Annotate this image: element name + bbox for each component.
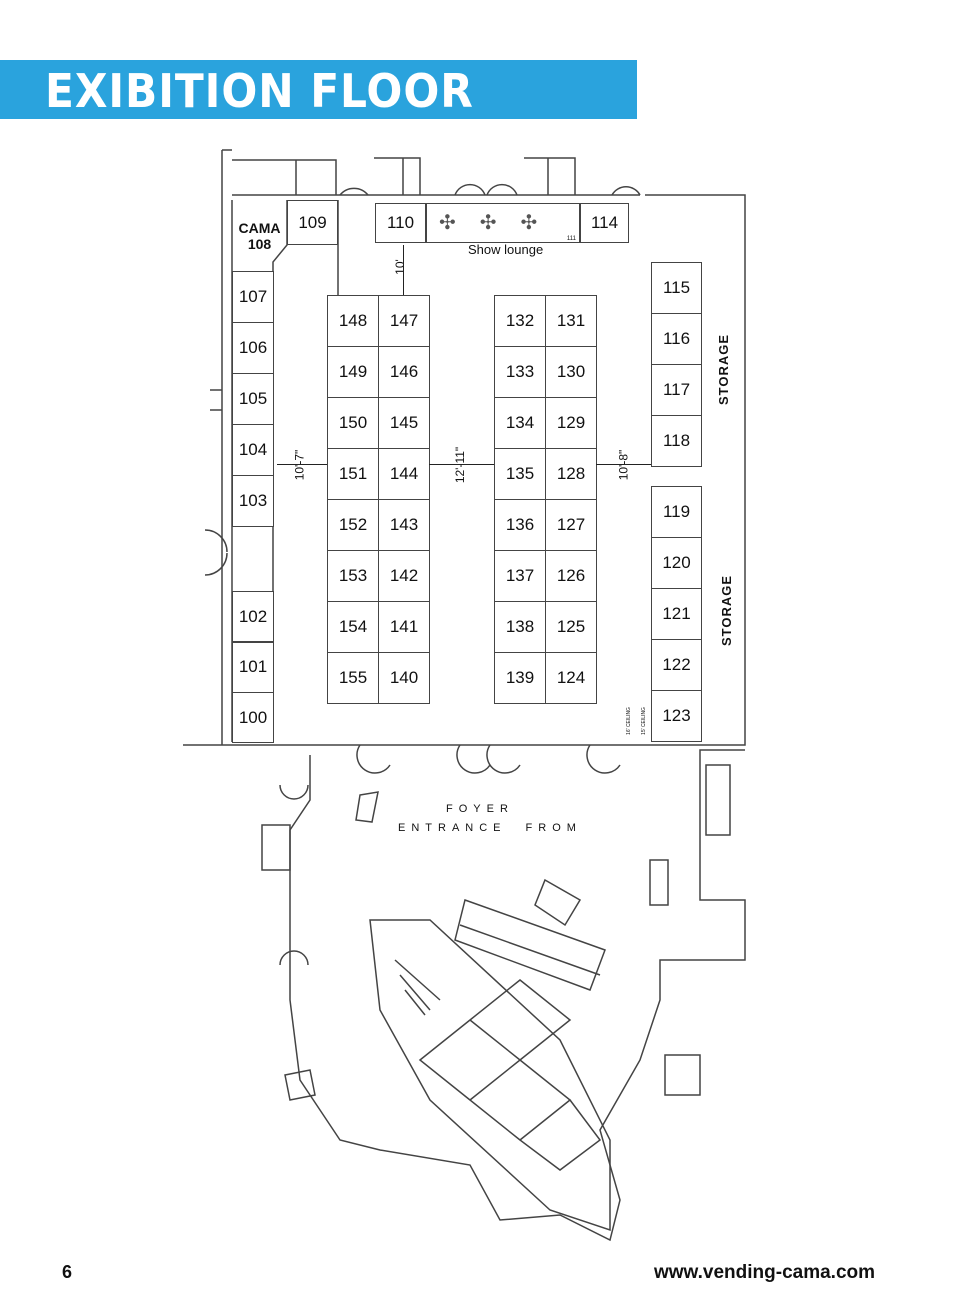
show-lounge-area[interactable]: ✣✣✣ 111 (426, 203, 580, 243)
room-106[interactable]: 106 (232, 322, 274, 374)
booth-155[interactable]: 155 (327, 652, 379, 704)
dimension-top: 10' (392, 259, 407, 275)
room-118[interactable]: 118 (651, 415, 702, 467)
room-103[interactable]: 103 (232, 475, 274, 527)
room-116[interactable]: 116 (651, 313, 702, 365)
website-link[interactable]: www.vending-cama.com (654, 1262, 876, 1283)
booth-147[interactable]: 147 (378, 295, 430, 347)
booth-144[interactable]: 144 (378, 448, 430, 500)
dimension-arrow-top (403, 245, 404, 295)
room-number: 108 (247, 235, 272, 252)
room-121[interactable]: 121 (651, 588, 702, 640)
room-109[interactable]: 109 (287, 200, 338, 245)
storage-label-bottom: STORAGE (719, 574, 735, 647)
booth-146[interactable]: 146 (378, 346, 430, 398)
booth-128[interactable]: 128 (545, 448, 597, 500)
room-123[interactable]: 123 (651, 690, 702, 742)
title-banner: EXIBITION FLOOR PLAN (0, 60, 637, 172)
page-title: EXIBITION FLOOR PLAN (45, 64, 474, 172)
booth-151[interactable]: 151 (327, 448, 379, 500)
ceiling-label-16: 16' CEILING (625, 707, 632, 735)
booth-125[interactable]: 125 (545, 601, 597, 653)
booth-135[interactable]: 135 (494, 448, 546, 500)
dimension-arrow-center (429, 464, 494, 465)
dimension-arrow-right (596, 464, 651, 465)
show-lounge-label: Show lounge (468, 242, 544, 257)
room-107[interactable]: 107 (232, 271, 274, 323)
room-117[interactable]: 117 (651, 364, 702, 416)
booth-153[interactable]: 153 (327, 550, 379, 602)
booth-134[interactable]: 134 (494, 397, 546, 449)
booth-141[interactable]: 141 (378, 601, 430, 653)
booth-143[interactable]: 143 (378, 499, 430, 551)
booth-145[interactable]: 145 (378, 397, 430, 449)
entrance-from-label: ENTRANCE FROM (398, 822, 582, 834)
booth-140[interactable]: 140 (378, 652, 430, 704)
room-111-label: 111 (566, 236, 576, 242)
room-104[interactable]: 104 (232, 424, 274, 476)
booth-139[interactable]: 139 (494, 652, 546, 704)
dimension-center-aisle: 12'-11" (453, 446, 468, 484)
booth-137[interactable]: 137 (494, 550, 546, 602)
booth-127[interactable]: 127 (545, 499, 597, 551)
dimension-arrow-left (277, 464, 327, 465)
booth-129[interactable]: 129 (545, 397, 597, 449)
room-100[interactable]: 100 (232, 692, 274, 743)
booth-136[interactable]: 136 (494, 499, 546, 551)
booth-150[interactable]: 150 (327, 397, 379, 449)
room-120[interactable]: 120 (651, 537, 702, 589)
booth-131[interactable]: 131 (545, 295, 597, 347)
lounge-table-icons: ✣✣✣ (439, 212, 562, 234)
booth-142[interactable]: 142 (378, 550, 430, 602)
room-115[interactable]: 115 (651, 262, 702, 314)
storage-label-top: STORAGE (716, 333, 732, 406)
room-105[interactable]: 105 (232, 373, 274, 425)
page-number: 6 (62, 1262, 73, 1282)
booth-126[interactable]: 126 (545, 550, 597, 602)
room-label: CAMA (238, 219, 281, 236)
dimension-right-aisle: 10'-8" (616, 449, 631, 481)
room-119[interactable]: 119 (651, 486, 702, 538)
booth-148[interactable]: 148 (327, 295, 379, 347)
room-101[interactable]: 101 (232, 641, 274, 693)
room-114[interactable]: 114 (580, 203, 629, 243)
booth-149[interactable]: 149 (327, 346, 379, 398)
dimension-left-aisle: 10'-7" (292, 449, 307, 481)
foyer-label: FOYER (446, 803, 514, 815)
room-102[interactable]: 102 (232, 591, 274, 642)
room-122[interactable]: 122 (651, 639, 702, 691)
booth-154[interactable]: 154 (327, 601, 379, 653)
booth-133[interactable]: 133 (494, 346, 546, 398)
booth-138[interactable]: 138 (494, 601, 546, 653)
room-110[interactable]: 110 (375, 203, 426, 243)
booth-130[interactable]: 130 (545, 346, 597, 398)
ceiling-label-15: 15' CEILING (640, 707, 647, 735)
booth-132[interactable]: 132 (494, 295, 546, 347)
booth-124[interactable]: 124 (545, 652, 597, 704)
booth-152[interactable]: 152 (327, 499, 379, 551)
room-cama-108[interactable]: CAMA 108 (232, 200, 287, 271)
